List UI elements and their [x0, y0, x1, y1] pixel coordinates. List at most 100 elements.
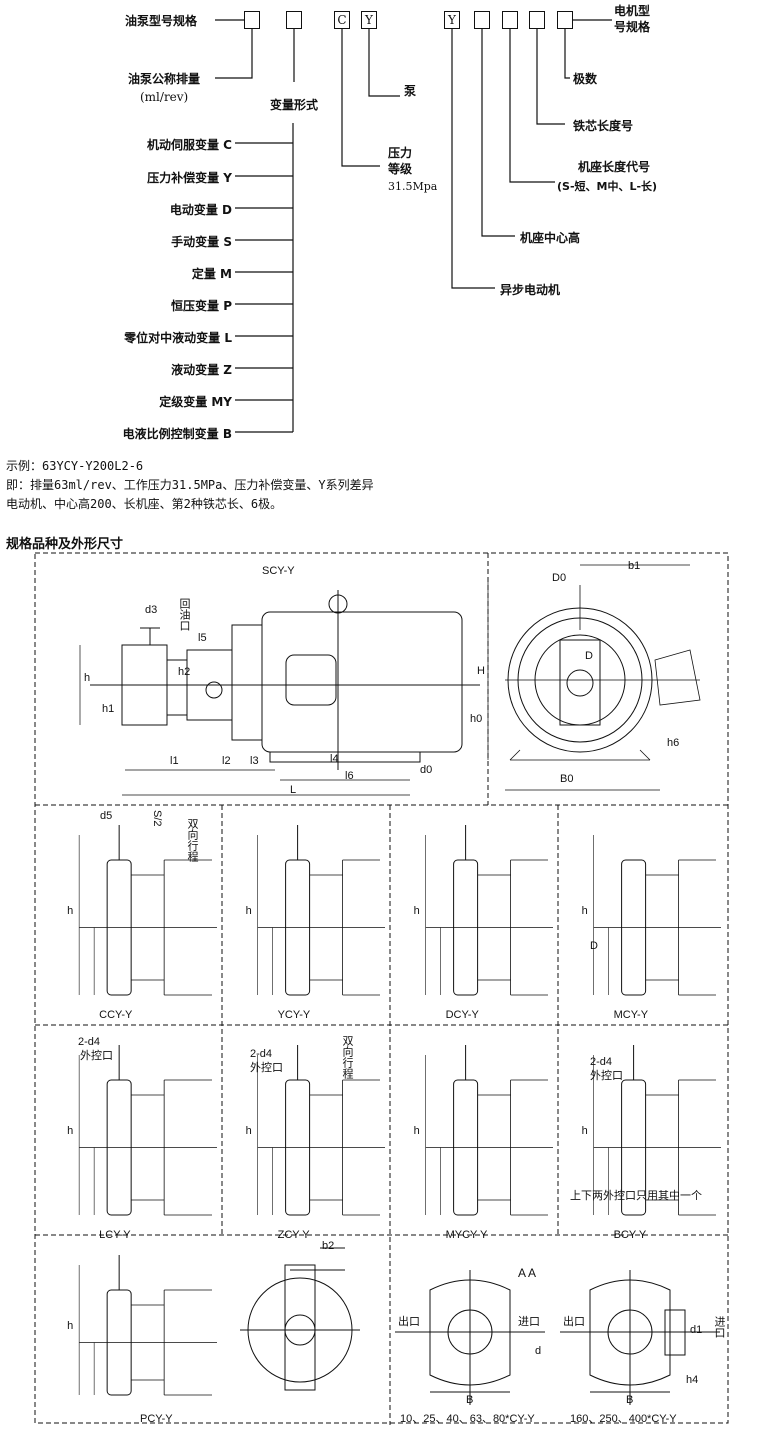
dim-label: H	[477, 665, 485, 677]
dim-label: l3	[250, 755, 259, 767]
pressure-label: 压力等级	[388, 146, 413, 176]
dim-line	[78, 1265, 95, 1395]
motor-outline	[79, 1079, 217, 1216]
inlet-label: 进口	[518, 1316, 540, 1328]
displacement-label: 油泵公称排量	[128, 72, 201, 86]
dim-line	[257, 835, 273, 995]
motor-outline	[79, 859, 217, 996]
dim-label: l6	[345, 770, 354, 782]
model-label: PCY-Y	[140, 1413, 173, 1425]
variable-type-item: 机动伺服变量 C	[147, 138, 232, 152]
series-large-label: 160、250、400*CY-Y	[570, 1413, 677, 1425]
example-line: 即：排量63ml/rev、工作压力31.5MPa、压力补偿变量、Y系列差异	[6, 478, 374, 492]
series-small-label: 10、25、40、63、80*CY-Y	[400, 1413, 535, 1425]
dim-h-label: h	[67, 905, 74, 917]
model-label: YCY-Y	[277, 1009, 311, 1021]
frame-length-label: 机座长度代号	[578, 160, 651, 174]
variable-type-item: 定级变量 MY	[159, 395, 232, 409]
ext-port-label: 外控口	[250, 1062, 283, 1074]
ext-port-label: 2-d4	[590, 1056, 613, 1068]
outlet-label: 出口	[398, 1316, 420, 1328]
model-label: MYCY-Y	[445, 1229, 488, 1241]
dim-h-label: h	[581, 1125, 588, 1137]
code-box	[529, 11, 545, 29]
model-label: DCY-Y	[445, 1009, 479, 1021]
poles-label: 极数	[573, 72, 598, 86]
async-motor-label: 异步电动机	[500, 283, 561, 297]
ext-port-label: 外控口	[590, 1070, 623, 1082]
code-box	[474, 11, 490, 29]
variable-type-item: 恒压变量 P	[171, 299, 232, 313]
displacement-unit: (ml/rev)	[140, 90, 189, 104]
motor-outline	[425, 1079, 553, 1216]
dim-label: B	[626, 1394, 634, 1406]
model-label: MCY-Y	[613, 1009, 649, 1021]
section-title: 规格品种及外形尺寸	[6, 537, 124, 552]
return-port-label: 回油口	[178, 598, 190, 631]
motor-outline	[593, 859, 721, 996]
motor-spec-label: 电机型号规格	[614, 4, 651, 34]
dim-h-label: h	[581, 905, 588, 917]
pump-spec-label: 油泵型号规格	[125, 14, 198, 28]
dim-h-label: h	[67, 1125, 74, 1137]
model-label: LCY-Y	[99, 1229, 131, 1241]
dim-label: h0	[470, 713, 483, 725]
dim-h-label: h	[245, 905, 252, 917]
variable-type-item: 压力补偿变量 Y	[147, 171, 232, 185]
variable-type-item: 定量 M	[191, 267, 232, 281]
code-box	[286, 11, 302, 29]
variable-type-item: 电液比例控制变量 B	[122, 427, 232, 441]
variable-type-item: 液动变量 Z	[171, 363, 232, 377]
center-height-label: 机座中心高	[520, 231, 581, 245]
core-length-label: 铁芯长度号	[573, 119, 634, 133]
ext-port-label: 2-d4	[250, 1048, 273, 1060]
dim-label: D	[585, 650, 593, 662]
motor-outline	[79, 1289, 217, 1396]
dim-line	[593, 835, 609, 995]
frame-length-options: (S-短、M中、L-长)	[557, 180, 658, 193]
dim-label: d	[535, 1345, 542, 1357]
code-box: Y	[444, 11, 460, 29]
code-box	[557, 11, 573, 29]
section-aa-label: A A	[518, 1266, 537, 1280]
ext-port-label: 外控口	[80, 1050, 113, 1062]
motor-outline	[425, 859, 553, 996]
dim-line	[78, 1055, 95, 1215]
dim-label: d5	[100, 810, 113, 822]
dim-label: h6	[667, 737, 680, 749]
dim-label: D	[590, 940, 598, 952]
model-label: SCY-Y	[262, 565, 295, 577]
dim-h-label: h	[413, 905, 420, 917]
dim-line	[257, 1055, 273, 1215]
variable-type-item: 电动变量 D	[169, 203, 232, 217]
dim-label: h2	[178, 666, 191, 678]
dim-h-label: h	[67, 1320, 74, 1332]
variable-form-label: 变量形式	[270, 98, 319, 112]
dim-line	[425, 835, 441, 995]
code-box	[502, 11, 518, 29]
dim-label: l4	[330, 753, 339, 765]
dim-label: b1	[628, 560, 641, 572]
motor-outline	[257, 1079, 385, 1216]
dim-label: S/2	[151, 810, 163, 827]
dim-label: B0	[560, 773, 574, 785]
inlet-label: 进口	[713, 1316, 725, 1338]
pump-label: 泵	[404, 84, 417, 98]
dim-line	[425, 1055, 441, 1215]
example-line: 示例：63YCY-Y200L2-6	[6, 459, 144, 473]
dim-line	[593, 1055, 609, 1215]
code-box: C	[334, 11, 350, 29]
dim-label: h4	[686, 1374, 699, 1386]
dim-label: d0	[420, 764, 433, 776]
code-box	[244, 11, 260, 29]
dim-label: b2	[322, 1240, 335, 1252]
model-label: BCY-Y	[613, 1229, 647, 1241]
dim-h-label: h	[245, 1125, 252, 1137]
dim-h-label: h	[413, 1125, 420, 1137]
code-box: Y	[361, 11, 377, 29]
dim-label: l5	[198, 632, 207, 644]
model-label: CCY-Y	[99, 1009, 133, 1021]
dim-label: B	[466, 1394, 474, 1406]
